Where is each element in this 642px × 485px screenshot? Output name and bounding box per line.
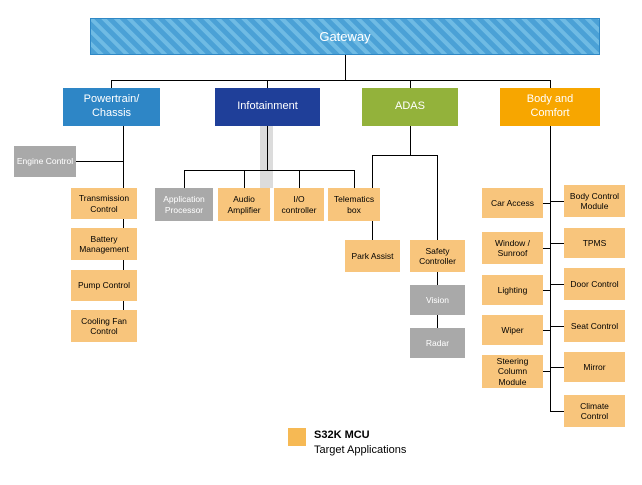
branch-infotainment: Infotainment <box>215 88 320 126</box>
connector-line <box>551 201 564 202</box>
connector-line <box>543 371 550 372</box>
node-vision: Vision <box>410 285 465 315</box>
connector-line <box>543 290 550 291</box>
legend-subtitle: Target Applications <box>314 443 407 456</box>
branch-powertrain-chassis: Powertrain/ Chassis <box>63 88 160 126</box>
node-radar: Radar <box>410 328 465 358</box>
node-park-assist: Park Assist <box>345 240 400 272</box>
connector-line <box>123 126 124 326</box>
connector-line <box>551 367 564 368</box>
node-telematics-box: Telematics box <box>328 188 380 221</box>
branch-adas: ADAS <box>362 88 458 126</box>
connector-line <box>372 155 438 156</box>
connector-line <box>410 80 411 88</box>
node-audio-amplifier: Audio Amplifier <box>218 188 270 221</box>
legend-title: S32K MCU <box>314 429 370 441</box>
node-io-controller: I/O controller <box>274 188 324 221</box>
connector-line <box>437 155 438 240</box>
node-engine-control: Engine Control <box>14 146 76 177</box>
node-car-access: Car Access <box>482 188 543 218</box>
node-mirror: Mirror <box>564 352 625 382</box>
legend-swatch <box>288 428 306 446</box>
connector-line <box>551 326 564 327</box>
connector-line <box>437 272 438 285</box>
connector-line <box>550 80 551 88</box>
gateway-node: Gateway <box>90 18 600 55</box>
node-pump-control: Pump Control <box>71 270 137 301</box>
connector-line <box>551 284 564 285</box>
connector-line <box>345 55 346 80</box>
node-transmission-control: Transmission Control <box>71 188 137 219</box>
node-window-sunroof: Window / Sunroof <box>482 232 543 264</box>
connector-line <box>267 126 268 171</box>
connector-line <box>543 248 550 249</box>
legend: S32K MCU Target Applications <box>288 428 406 458</box>
connector-line <box>543 330 550 331</box>
connector-line <box>111 80 551 81</box>
node-lighting: Lighting <box>482 275 543 305</box>
connector-line <box>184 170 185 188</box>
connector-line <box>244 170 245 188</box>
node-battery-management: Battery Management <box>71 228 137 260</box>
node-cooling-fan-control: Cooling Fan Control <box>71 310 137 342</box>
node-wiper: Wiper <box>482 315 543 345</box>
connector-line <box>299 170 300 188</box>
node-safety-controller: Safety Controller <box>410 240 465 272</box>
node-door-control: Door Control <box>564 268 625 300</box>
node-climate-control: Climate Control <box>564 395 625 427</box>
connector-line <box>543 203 550 204</box>
node-seat-control: Seat Control <box>564 310 625 342</box>
node-body-control-module: Body Control Module <box>564 185 625 217</box>
connector-line <box>76 161 123 162</box>
connector-line <box>437 315 438 328</box>
connector-line <box>184 170 355 171</box>
connector-line <box>550 126 551 412</box>
node-steering-column-module: Steering Column Module <box>482 355 543 388</box>
legend-text: S32K MCU Target Applications <box>314 428 406 458</box>
connector-line <box>354 170 355 188</box>
connector-line <box>267 80 268 88</box>
connector-line <box>551 411 564 412</box>
node-tpms: TPMS <box>564 228 625 258</box>
connector-line <box>551 243 564 244</box>
node-application-processor: Application Processor <box>155 188 213 221</box>
connector-line <box>111 80 112 88</box>
connector-line <box>410 126 411 156</box>
branch-body-and-comfort: Body and Comfort <box>500 88 600 126</box>
